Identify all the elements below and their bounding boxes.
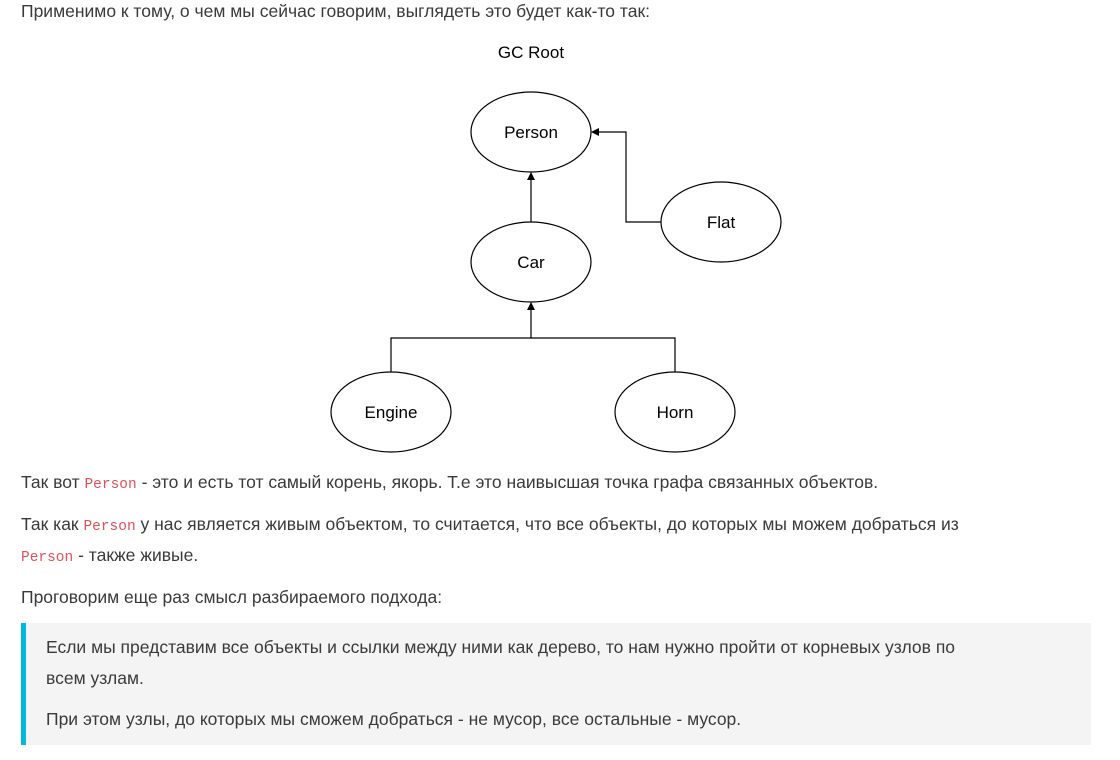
gc-root-diagram: GC Root Person Car Flat Engine Horn (330, 43, 782, 453)
flat-node-label: Flat (707, 213, 736, 232)
person-alive-paragraph-line2: Person - также живые. (21, 540, 198, 574)
person-code-inline: Person (83, 519, 136, 535)
person-code-inline: Person (21, 550, 74, 566)
quote-line-2: всем узлам. (46, 668, 144, 688)
summary-blockquote: Если мы представим все объекты и ссылки … (21, 623, 1091, 745)
person-alive-paragraph-line1: Так как Person у нас является живым объе… (21, 509, 959, 543)
person-code-inline: Person (84, 477, 137, 493)
quote-line-3: При этом узлы, до которых мы сможем добр… (46, 709, 742, 729)
gc-root-label: GC Root (498, 43, 564, 62)
approach-paragraph: Проговорим еще раз смысл разбираемого по… (21, 587, 443, 607)
person-node-label: Person (504, 123, 558, 142)
engine-to-car-edge (390, 302, 535, 372)
para2-text-after2: - также живые. (73, 545, 199, 565)
person-root-paragraph: Так вот Person - это и есть тот самый ко… (21, 467, 878, 501)
para2-text-before: Так как (21, 514, 84, 534)
car-node-label: Car (517, 253, 545, 272)
horn-node-label: Horn (657, 403, 694, 422)
engine-node-label: Engine (365, 403, 418, 422)
flat-to-person-edge (591, 128, 661, 223)
para2-text-after: у нас является живым объектом, то считае… (135, 514, 959, 534)
intro-paragraph: Применимо к тому, о чем мы сейчас говори… (21, 1, 650, 21)
quote-line-1: Если мы представим все объекты и ссылки … (46, 637, 956, 657)
horn-to-car-edge (531, 337, 676, 372)
para1-text-before: Так вот (21, 472, 85, 492)
para1-text-after: - это и есть тот самый корень, якорь. Т.… (136, 472, 879, 492)
